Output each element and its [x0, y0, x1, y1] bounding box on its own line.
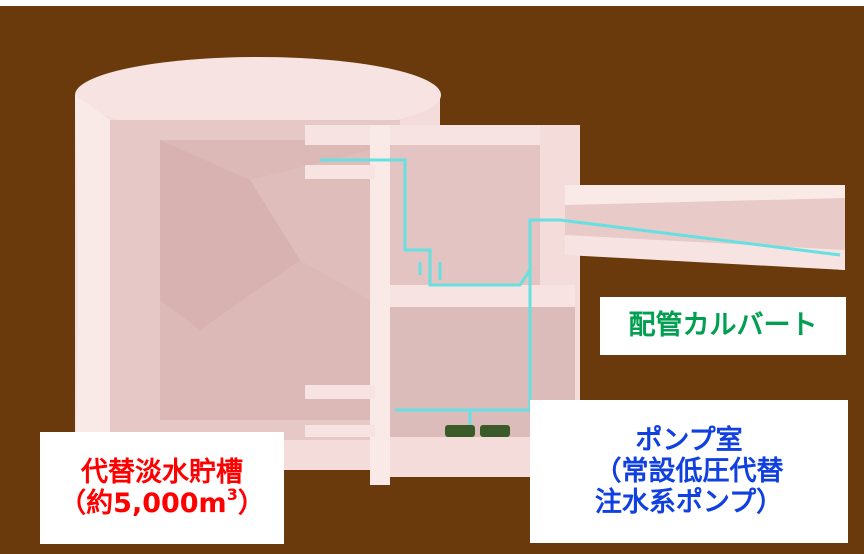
water-tank-label: 代替淡水貯槽 （約5,000m3）: [40, 432, 284, 544]
pumps: [445, 425, 510, 437]
pipe-culvert-label: 配管カルバート: [600, 297, 846, 355]
water-tank-capacity: （約5,000m3）: [59, 485, 265, 519]
pump-room-description-1: （常設低圧代替: [594, 455, 784, 487]
pump-room-description-2: 注水系ポンプ）: [594, 487, 784, 519]
top-border: [0, 0, 864, 6]
water-tank-name: 代替淡水貯槽: [81, 456, 243, 488]
pipe-culvert-name: 配管カルバート: [628, 310, 818, 342]
pump-room-label: ポンプ室 （常設低圧代替 注水系ポンプ）: [530, 400, 848, 543]
superscript-three: 3: [226, 485, 238, 504]
pump-room-name: ポンプ室: [635, 424, 743, 456]
pipe-culvert: [565, 185, 845, 270]
